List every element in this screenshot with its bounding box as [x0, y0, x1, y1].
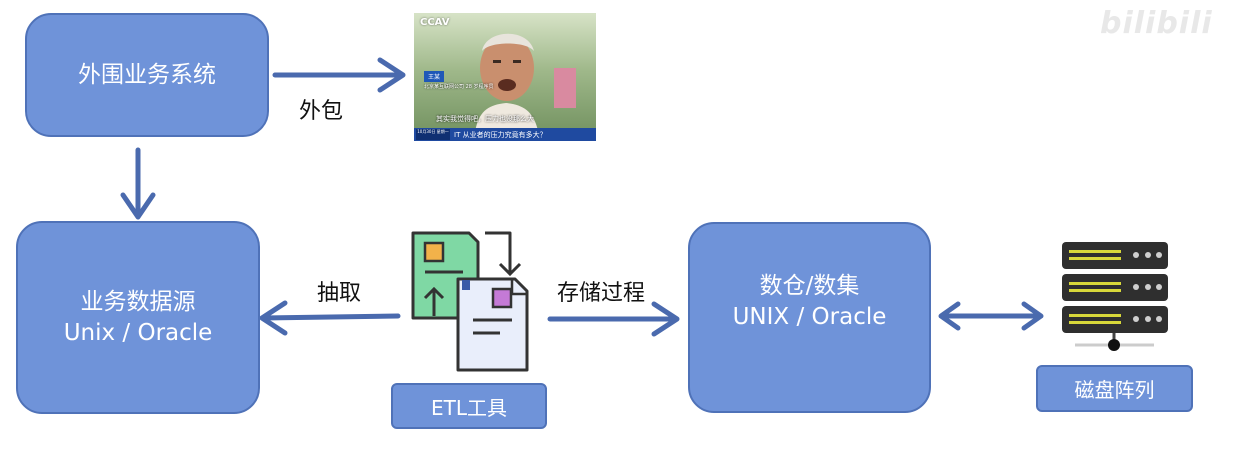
- extract-label: 抽取: [317, 281, 362, 306]
- news-person-figure: [474, 33, 576, 141]
- data-warehouse-box: 数仓/数集 UNIX / Oracle: [688, 222, 931, 413]
- storage-process-label: 存储过程: [557, 281, 646, 306]
- etl-documents-icon: [411, 231, 529, 372]
- peripheral-system-box: 外围业务系统: [25, 13, 269, 137]
- data-warehouse-platform: UNIX / Oracle: [732, 304, 887, 330]
- news-name-tag: 王某: [424, 71, 445, 82]
- disk-array-tag: 磁盘阵列: [1036, 365, 1193, 412]
- arrow-extract: [259, 300, 401, 336]
- outsource-label: 外包: [299, 99, 344, 124]
- news-ticker: 10月30日 星期一 IT 从业者的压力究竟有多大？: [414, 128, 596, 141]
- news-subtitle: 其实我觉得吧，压力也没那么大: [436, 115, 534, 123]
- arrow-feed-source: [120, 147, 156, 220]
- news-date: 10月30日 星期一: [416, 129, 450, 140]
- peripheral-system-label: 外围业务系统: [78, 61, 216, 88]
- server-rack-icon: [1062, 242, 1168, 351]
- bilibili-watermark: bilibili: [1100, 6, 1213, 41]
- etl-tool-tag: ETL工具: [391, 383, 547, 429]
- news-screenshot-image: CCAV 王某 北京某互联网公司 28 岁程序员 其实我觉得吧，压力也没那么大 …: [414, 13, 596, 141]
- arrow-disk-exchange: [938, 301, 1044, 331]
- data-source-platform: Unix / Oracle: [63, 319, 213, 346]
- data-source-box: 业务数据源 Unix / Oracle: [16, 221, 260, 414]
- data-source-title: 业务数据源: [80, 288, 196, 315]
- etl-tool-label: ETL工具: [431, 395, 507, 420]
- arrow-outsource: [272, 57, 406, 93]
- news-headline: IT 从业者的压力究竟有多大？: [454, 131, 547, 139]
- news-name-caption: 北京某互联网公司 28 岁程序员: [424, 84, 494, 90]
- data-warehouse-title: 数仓/数集: [759, 273, 860, 299]
- arrow-storage-process: [547, 301, 680, 337]
- disk-array-label: 磁盘阵列: [1074, 378, 1155, 402]
- channel-logo: CCAV: [420, 17, 450, 28]
